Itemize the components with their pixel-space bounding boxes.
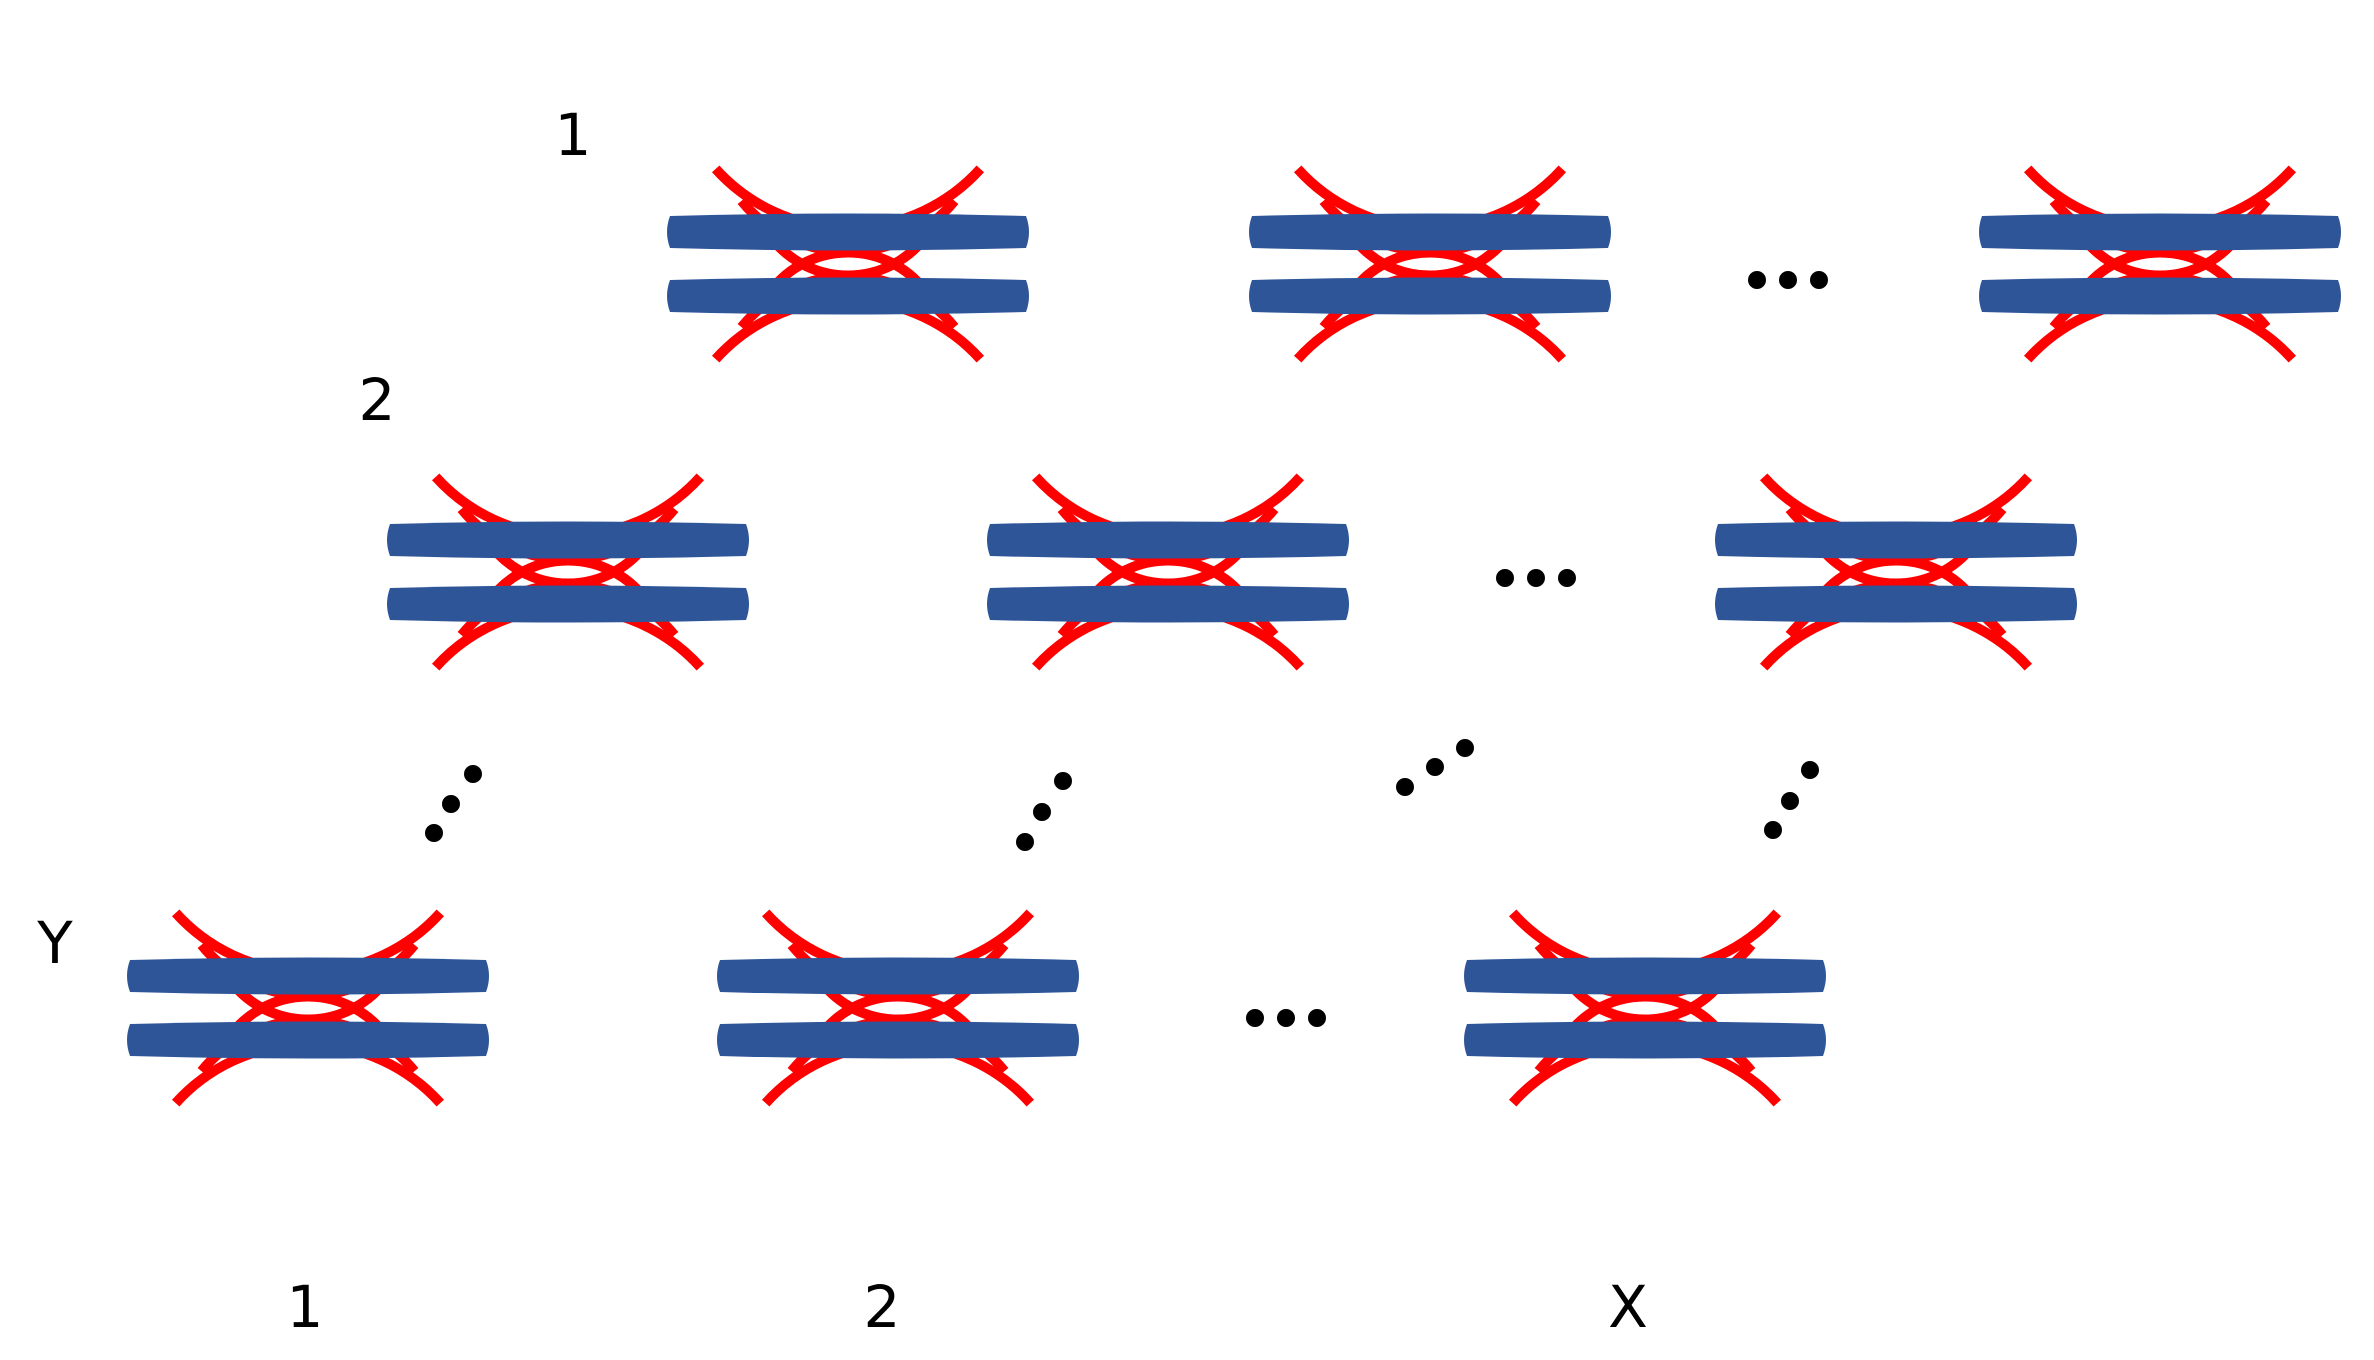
ellipsis-dot (1277, 1009, 1295, 1027)
ellipsis-dot (1246, 1009, 1264, 1027)
ellipsis-dot (464, 765, 482, 783)
ellipsis-middle-row (1496, 569, 1576, 587)
ellipsis-dot (442, 795, 460, 813)
row-label-middle: 2 (359, 366, 396, 434)
lower-slab (1979, 277, 2341, 315)
lower-wave-arc-1 (763, 229, 933, 281)
emitter-unit-mid-2 (987, 473, 1349, 671)
emitter-unit-mid-1 (387, 473, 749, 671)
upper-slab (667, 213, 1029, 251)
lower-wave-arc-1 (483, 537, 653, 589)
column-label-first: 1 (287, 1273, 324, 1341)
emitter-unit-top-1 (667, 165, 1029, 363)
unit-grid (127, 165, 2341, 1107)
lower-slab (1715, 585, 2077, 623)
emitter-unit-top-2 (1249, 165, 1611, 363)
lower-slab (1464, 1021, 1826, 1059)
lower-slab (987, 585, 1349, 623)
lower-wave-arc-1 (813, 973, 983, 1025)
lower-slab (667, 277, 1029, 315)
lower-wave-arc-1 (1345, 229, 1515, 281)
ellipsis-dot (1426, 758, 1444, 776)
ellipsis-dot (1558, 569, 1576, 587)
ellipsis-bottom-row (1246, 1009, 1326, 1027)
lower-slab (387, 585, 749, 623)
lower-wave-arc-1 (1560, 973, 1730, 1025)
lower-wave-arc-1 (1083, 537, 1253, 589)
emitter-unit-mid-x (1715, 473, 2077, 671)
ellipsis-dot (1779, 271, 1797, 289)
ellipsis-dot (425, 824, 443, 842)
ellipsis-dot (1527, 569, 1545, 587)
lower-slab (717, 1021, 1079, 1059)
lower-slab (127, 1021, 489, 1059)
emitter-unit-top-x (1979, 165, 2341, 363)
upper-slab (987, 521, 1349, 559)
ellipsis-top-row (1748, 271, 1828, 289)
ellipsis-dot (1054, 772, 1072, 790)
ellipsis-diagonal-col-x (1764, 761, 1819, 839)
ellipsis-dot (1748, 271, 1766, 289)
ellipsis-dot (1308, 1009, 1326, 1027)
column-label-last: X (1608, 1273, 1648, 1341)
lower-slab (1249, 277, 1611, 315)
ellipsis-dot (1801, 761, 1819, 779)
ellipsis-marks (425, 271, 1828, 1027)
emitter-unit-bottom-1 (127, 909, 489, 1107)
column-label-second: 2 (864, 1273, 901, 1341)
upper-slab (1464, 957, 1826, 995)
ellipsis-dot (1016, 833, 1034, 851)
ellipsis-diagonal-col-1 (425, 765, 482, 842)
ellipsis-dot (1764, 821, 1782, 839)
emitter-unit-bottom-2 (717, 909, 1079, 1107)
ellipsis-dot (1781, 792, 1799, 810)
row-label-top: 1 (555, 101, 592, 169)
upper-slab (127, 957, 489, 995)
ellipsis-dot (1496, 569, 1514, 587)
ellipsis-dot (1810, 271, 1828, 289)
ellipsis-dot (1456, 739, 1474, 757)
ellipsis-diagonal-center (1396, 739, 1474, 796)
upper-slab (1979, 213, 2341, 251)
row-label-bottom: Y (36, 909, 73, 977)
upper-slab (1715, 521, 2077, 559)
ellipsis-dot (1396, 778, 1414, 796)
upper-slab (717, 957, 1079, 995)
lower-wave-arc-1 (2075, 229, 2245, 281)
lower-wave-arc-1 (1811, 537, 1981, 589)
upper-slab (1249, 213, 1611, 251)
lower-wave-arc-1 (223, 973, 393, 1025)
ellipsis-dot (1033, 803, 1051, 821)
upper-slab (387, 521, 749, 559)
emitter-unit-bottom-x (1464, 909, 1826, 1107)
ellipsis-diagonal-col-2 (1016, 772, 1072, 851)
